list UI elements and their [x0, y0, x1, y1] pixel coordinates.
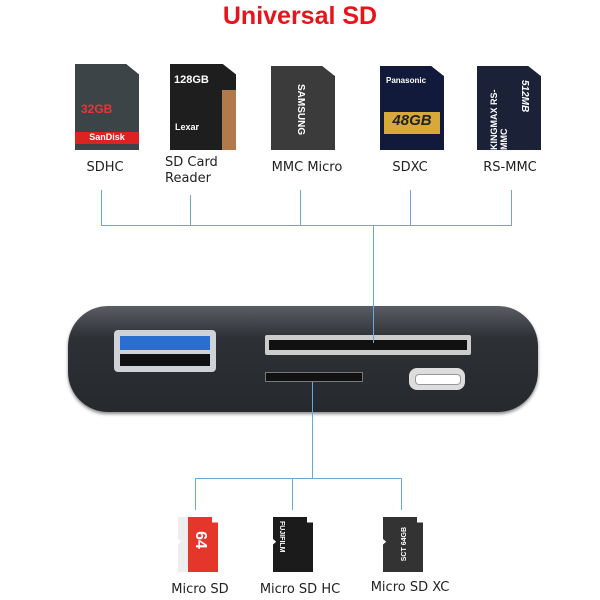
lexar-card-image: 128GB Lexar — [170, 64, 236, 150]
micro-sd-hc-card-image: FUJIFILM — [273, 517, 313, 572]
sd-card-slot — [265, 335, 471, 355]
page-title: Universal SD — [222, 2, 378, 30]
usb-a-port — [114, 330, 216, 372]
connector-line — [101, 225, 512, 226]
sdhc-card-image: 32GB SanDisk — [75, 64, 139, 150]
connector-line — [373, 225, 374, 343]
connector-line — [401, 478, 402, 510]
rs-mmc-card-image: KINGMAX RS-MMC 512MB — [477, 66, 541, 150]
sdhc-capacity: 32GB — [81, 102, 113, 116]
mmc-micro-card-image: SAMSUNG — [271, 66, 335, 150]
card-label-sd-card-reader: SD Card Reader — [165, 155, 218, 186]
connector-line — [190, 195, 191, 225]
connector-line — [101, 190, 102, 225]
micro-usb-port — [409, 368, 465, 390]
card-label-rs-mmc: RS-MMC — [483, 160, 537, 175]
connector-line — [292, 478, 293, 510]
connector-line — [312, 382, 313, 478]
micro-sd-slot — [265, 372, 363, 382]
card-label-micro-sd-hc: Micro SD HC — [259, 582, 341, 597]
rs-mmc-capacity: 512MB — [519, 80, 530, 113]
connector-line — [410, 190, 411, 225]
lexar-capacity: 128GB — [174, 74, 209, 86]
connector-line — [511, 190, 512, 225]
micro-sd-xc-card-image: SCT 64GB — [383, 517, 423, 572]
micro-sd-card-image: 64 — [178, 517, 218, 572]
card-label-sdhc: SDHC — [86, 160, 124, 175]
card-label-sdxc: SDXC — [392, 160, 428, 175]
sdxc-card-image: Panasonic 48GB — [380, 66, 444, 150]
connector-line — [195, 478, 402, 479]
card-label-micro-sd: Micro SD — [171, 582, 229, 597]
connector-line — [300, 190, 301, 225]
card-reader-device — [68, 306, 538, 412]
card-label-mmc-micro: MMC Micro — [271, 160, 343, 175]
connector-line — [195, 478, 196, 510]
card-label-micro-sd-xc: Micro SD XC — [370, 580, 450, 595]
